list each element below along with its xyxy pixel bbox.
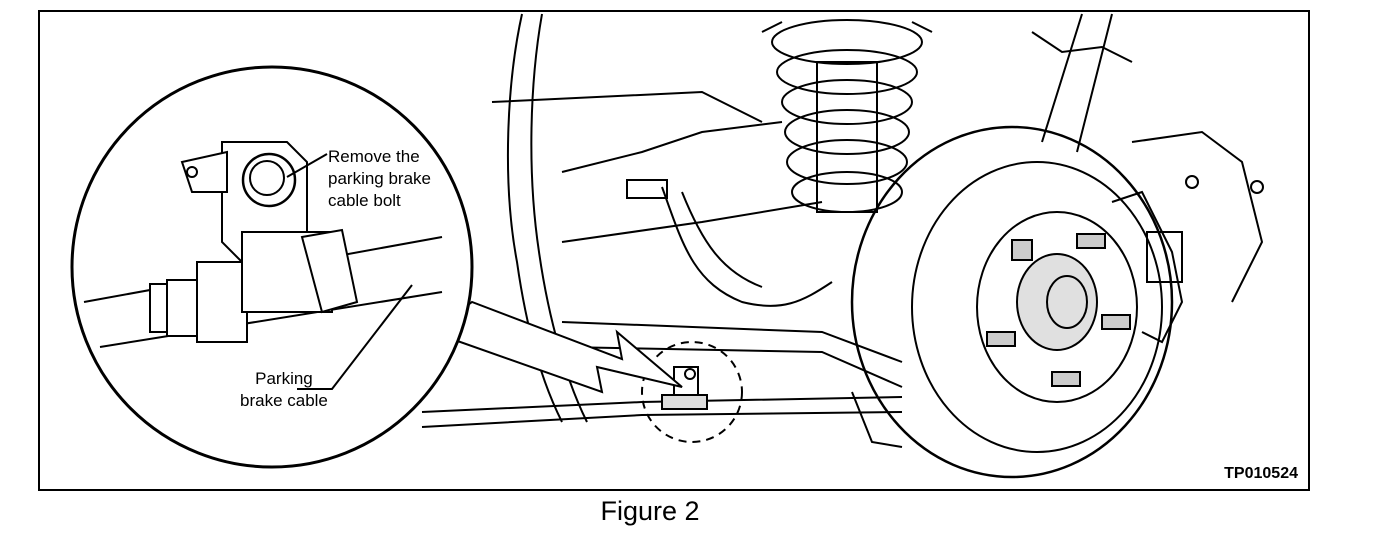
strut-bracket	[1031, 31, 1133, 63]
figure-caption: Figure 2	[600, 496, 700, 526]
callout-arrow-icon	[429, 300, 683, 394]
lower-link	[851, 391, 903, 448]
knuckle-hole	[1250, 180, 1264, 194]
brake-hose	[661, 186, 833, 307]
wheel-arch-line	[506, 13, 563, 423]
knuckle-outline	[1131, 130, 1264, 303]
control-arm	[561, 346, 903, 388]
brake-rotor-icon	[850, 125, 1174, 479]
leader-line	[286, 153, 328, 178]
body-line	[491, 90, 763, 123]
parking-cable-line	[421, 411, 903, 428]
parking-cable-callout: Parking brake cable	[240, 369, 328, 410]
control-arm	[561, 321, 903, 363]
figure-code: TP010524	[1224, 465, 1298, 482]
coil-spring-icon	[761, 19, 933, 213]
brake-hose	[681, 191, 763, 288]
remove-bolt-callout: Remove the parking brake cable bolt	[328, 147, 432, 210]
detail-location-circle	[641, 341, 743, 443]
body-line	[561, 201, 823, 243]
diagram-frame: Remove the parking brake cable bolt Park…	[38, 10, 1310, 491]
magnified-detail-circle-icon	[70, 65, 474, 469]
caliper-bracket	[1146, 231, 1183, 283]
cable-bracket-icon	[661, 366, 708, 410]
leader-line	[297, 284, 413, 390]
strut-line	[1041, 13, 1113, 153]
hose-bracket	[626, 179, 668, 199]
dust-shield	[1111, 190, 1184, 344]
body-line	[561, 121, 783, 173]
knuckle-hole	[1185, 175, 1199, 189]
suspension-illustration	[70, 13, 1264, 479]
